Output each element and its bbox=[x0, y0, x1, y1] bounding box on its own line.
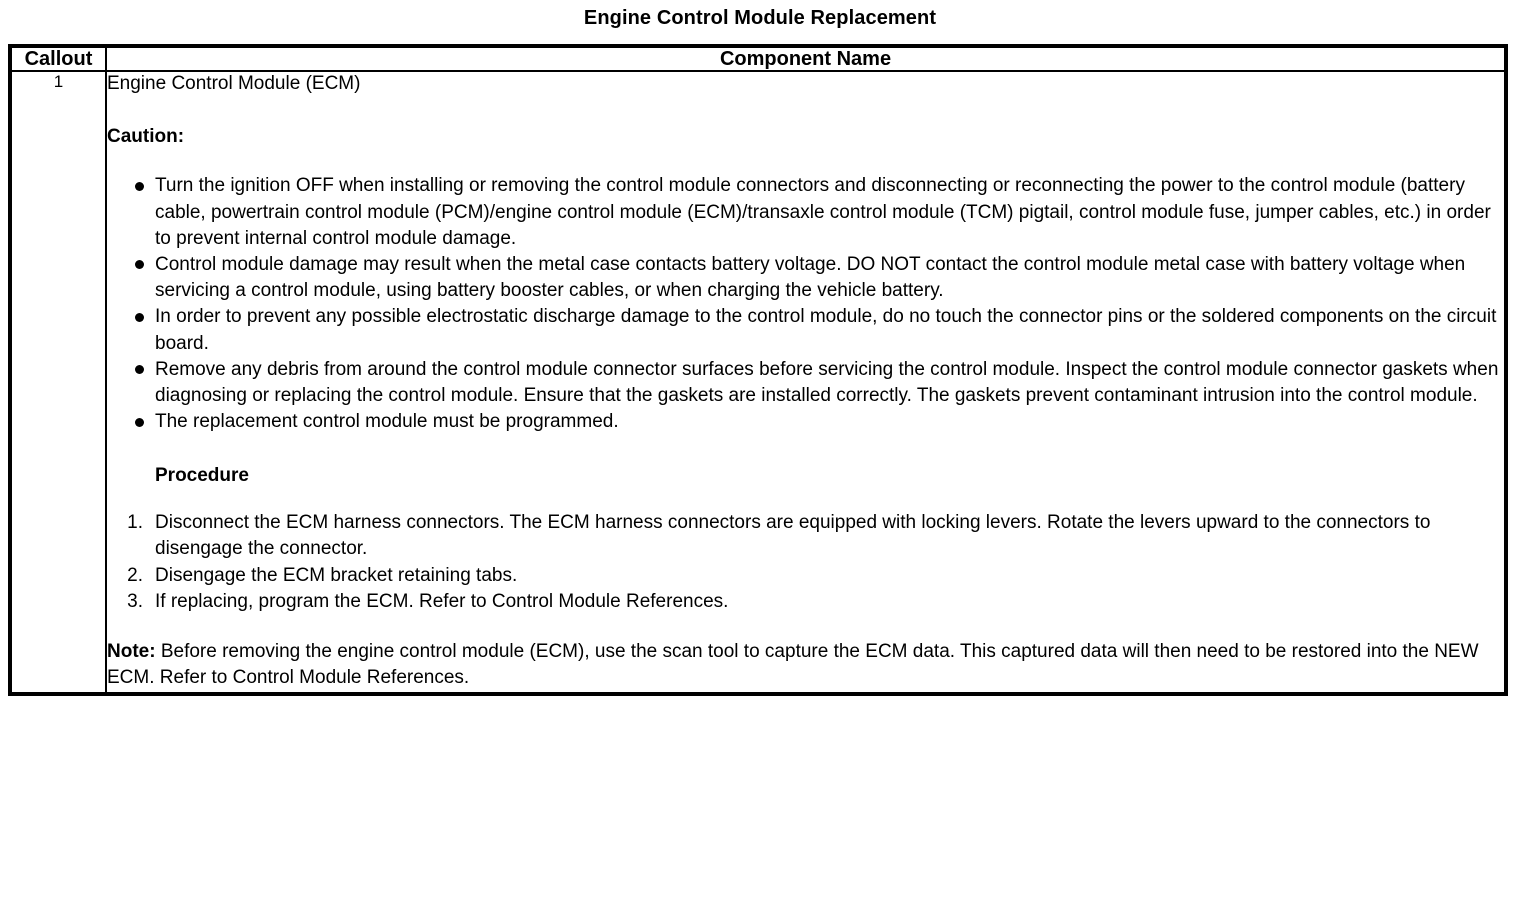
page-title: Engine Control Module Replacement bbox=[583, 7, 937, 29]
component-table: Callout Component Name 1 Engine Control … bbox=[8, 44, 1508, 696]
list-item: Control module damage may result when th… bbox=[107, 252, 1504, 304]
procedure-step-text: Disconnect the ECM harness connectors. T… bbox=[155, 512, 1431, 560]
list-item: Remove any debris from around the contro… bbox=[107, 357, 1504, 409]
caution-heading: Caution: bbox=[107, 125, 185, 147]
procedure-step-text: If replacing, program the ECM. Refer to … bbox=[155, 590, 729, 612]
bullet-dot-icon bbox=[135, 312, 144, 322]
note-block: Note: Before removing the engine control… bbox=[107, 639, 1504, 691]
procedure-step-list: 1. Disconnect the ECM harness connectors… bbox=[107, 510, 1504, 615]
procedure-step-text: Disengage the ECM bracket retaining tabs… bbox=[155, 564, 518, 586]
caution-bullet-text: Control module damage may result when th… bbox=[155, 254, 1466, 302]
bullet-dot-icon bbox=[135, 417, 144, 427]
component-name-text: Engine Control Module (ECM) bbox=[107, 73, 361, 94]
note-text: Before removing the engine control modul… bbox=[107, 641, 1479, 689]
caution-bullet-text: Remove any debris from around the contro… bbox=[155, 358, 1499, 407]
bullet-dot-icon bbox=[135, 365, 144, 375]
note-label: Note: bbox=[107, 641, 156, 663]
caution-bullet-list: Turn the ignition OFF when installing or… bbox=[107, 173, 1504, 435]
bullet-dot-icon bbox=[135, 260, 144, 270]
caution-bullet-text: The replacement control module must be p… bbox=[155, 411, 619, 433]
table-row: 1 Engine Control Module (ECM) Caution: T… bbox=[9, 70, 1507, 695]
list-item: 1. Disconnect the ECM harness connectors… bbox=[107, 510, 1504, 562]
step-number: 2. bbox=[127, 564, 143, 586]
caution-bullet-text: In order to prevent any possible electro… bbox=[155, 306, 1497, 354]
list-item: Turn the ignition OFF when installing or… bbox=[107, 173, 1504, 252]
column-header-callout: Callout bbox=[9, 45, 107, 72]
step-number: 3. bbox=[127, 590, 143, 612]
caution-bullet-text: Turn the ignition OFF when installing or… bbox=[155, 175, 1491, 249]
list-item: In order to prevent any possible electro… bbox=[107, 304, 1504, 356]
bullet-dot-icon bbox=[135, 181, 144, 191]
procedure-heading: Procedure bbox=[155, 464, 249, 486]
list-item: The replacement control module must be p… bbox=[107, 409, 1504, 435]
list-item: 3. If replacing, program the ECM. Refer … bbox=[107, 589, 1504, 615]
cell-component-details: Engine Control Module (ECM) Caution: Tur… bbox=[105, 70, 1507, 695]
table-header-row: Callout Component Name bbox=[9, 45, 1507, 72]
column-header-component-name: Component Name bbox=[105, 45, 1507, 72]
list-item: 2. Disengage the ECM bracket retaining t… bbox=[107, 563, 1504, 589]
cell-callout-number: 1 bbox=[9, 70, 107, 695]
step-number: 1. bbox=[127, 512, 143, 534]
